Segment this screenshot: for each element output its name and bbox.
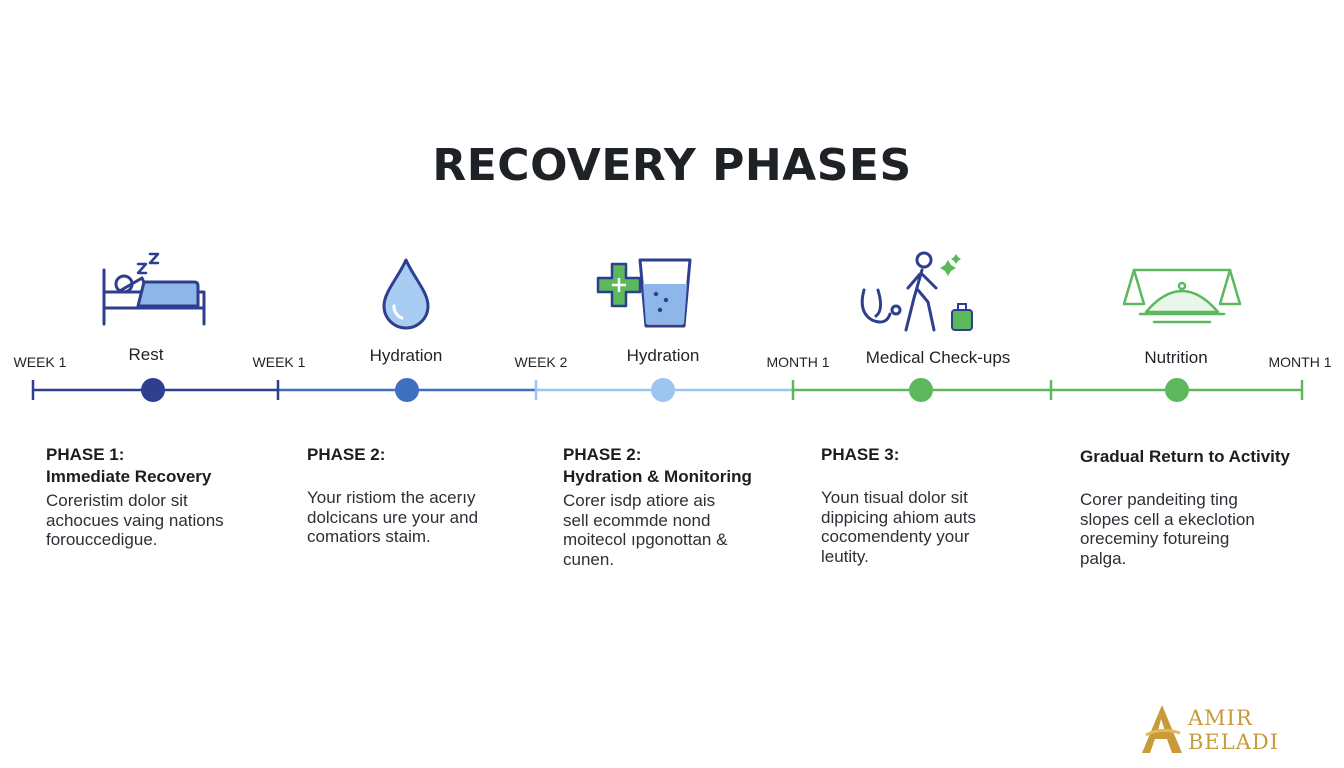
desc-line: Youn tisual dolor sit bbox=[821, 488, 968, 507]
timeline-node-medical-checkups bbox=[909, 378, 933, 402]
brand-logo-icon bbox=[1140, 703, 1186, 760]
desc-line: slopes cell a ekeclotion bbox=[1080, 509, 1255, 529]
phase-title: PHASE 2: bbox=[307, 445, 386, 464]
desc-line: dolcicans ure your and bbox=[307, 507, 479, 527]
tick-label-month1-a: MONTH 1 bbox=[766, 354, 830, 370]
water-drop-icon bbox=[378, 256, 434, 330]
tick-label-month1-b: MONTH 1 bbox=[1268, 354, 1332, 370]
brand-name-line2: BELADI bbox=[1188, 730, 1280, 754]
desc-line: Corer pandeiting ting bbox=[1080, 490, 1238, 509]
desc-line: cunen. bbox=[563, 549, 615, 569]
desc-line: sell ecommde nond bbox=[563, 510, 711, 530]
desc-line: moitecol ıpgonottan & bbox=[563, 530, 728, 549]
node-label-hydration-2: Hydration bbox=[626, 346, 700, 365]
desc-line: palga. bbox=[1080, 548, 1127, 568]
node-label-medical-checkups: Medical Check-ups bbox=[865, 348, 1011, 367]
phase-subtitle: Hydration & Monitoring bbox=[563, 467, 752, 486]
desc-line: oreceminy fotureing bbox=[1080, 529, 1230, 548]
phase-description: Your ristiom the acerıy dolcicans ure yo… bbox=[307, 488, 557, 547]
phase-4: PHASE 3: Youn tisual dolor sit dippicing… bbox=[821, 444, 1071, 566]
desc-line: cocomendenty your bbox=[821, 527, 970, 546]
desc-line: Coreristim dolor sit bbox=[46, 491, 188, 510]
timeline-node-nutrition bbox=[1165, 378, 1189, 402]
phase-title: PHASE 3: bbox=[821, 445, 900, 464]
desc-line: Your ristiom the acerıy bbox=[307, 488, 476, 507]
phase-title: PHASE 2: bbox=[563, 445, 642, 464]
timeline-node-hydration-1 bbox=[395, 378, 419, 402]
phase-subtitle: Immediate Recovery bbox=[46, 467, 212, 486]
desc-line: achocues vaing nations bbox=[46, 510, 224, 530]
desc-line: comatiors staim. bbox=[307, 527, 431, 546]
brand-name-line1: AMIR bbox=[1188, 706, 1253, 730]
node-label-nutrition: Nutrition bbox=[1144, 348, 1208, 367]
node-label-rest: Rest bbox=[128, 345, 164, 364]
phase-description: Corer isdp atiore ais sell ecommde nond … bbox=[563, 491, 813, 569]
stethoscope-walking-person-icon bbox=[856, 250, 980, 334]
phase-description: Corer pandeiting ting slopes cell a ekec… bbox=[1080, 490, 1330, 568]
timeline-node-rest bbox=[141, 378, 165, 402]
desc-line: forouccedigue. bbox=[46, 530, 158, 549]
timeline bbox=[31, 378, 1304, 402]
bed-sleep-icon bbox=[98, 250, 210, 330]
tick-label-week1-a: WEEK 1 bbox=[13, 354, 67, 370]
timeline-node-hydration-2 bbox=[651, 378, 675, 402]
medical-cross-water-glass-icon bbox=[594, 254, 694, 330]
desc-line: Corer isdp atiore ais bbox=[563, 491, 716, 510]
phase-description: Coreristim dolor sit achocues vaing nati… bbox=[46, 491, 296, 550]
phase-subtitle: Gradual Return to Activity bbox=[1080, 447, 1291, 466]
tick-label-week1-b: WEEK 1 bbox=[252, 354, 306, 370]
desc-line: leutity. bbox=[821, 546, 869, 566]
phase-5: Gradual Return to Activity Corer pandeit… bbox=[1080, 446, 1330, 568]
desc-line: dippicing ahiom auts bbox=[821, 507, 976, 527]
phase-1: PHASE 1: Immediate Recovery Coreristim d… bbox=[46, 444, 296, 550]
page-title: RECOVERY PHASES bbox=[432, 140, 912, 191]
phase-description: Youn tisual dolor sit dippicing ahiom au… bbox=[821, 488, 1071, 566]
tick-label-week2: WEEK 2 bbox=[514, 354, 568, 370]
node-label-hydration-1: Hydration bbox=[369, 346, 443, 365]
phase-3: PHASE 2: Hydration & Monitoring Corer is… bbox=[563, 444, 813, 569]
phase-2: PHASE 2: Your ristiom the acerıy dolcica… bbox=[307, 444, 557, 547]
phase-title: PHASE 1: bbox=[46, 445, 125, 464]
scale-food-cloche-icon bbox=[1120, 264, 1244, 328]
